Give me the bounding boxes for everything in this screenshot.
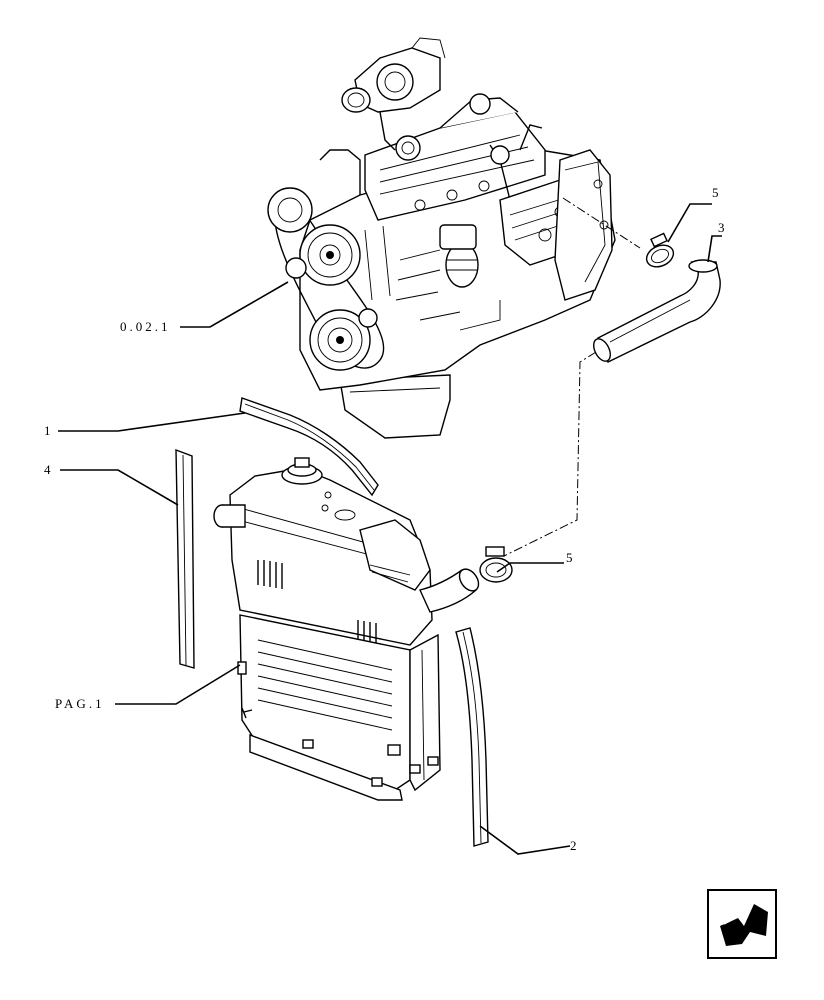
callout-item-2: 2	[570, 838, 580, 853]
seal-strip-icon	[175, 448, 195, 669]
hose-clamp-icon	[645, 232, 675, 268]
callout-radiator-ref: PAG.1	[55, 696, 105, 711]
leader-line	[180, 281, 289, 328]
assembly-line	[503, 351, 597, 557]
leader-line	[667, 203, 712, 243]
hose-icon	[593, 259, 721, 363]
callout-item-1: 1	[44, 423, 54, 438]
next-page-arrow-icon[interactable]	[707, 889, 777, 959]
engine-icon	[267, 37, 616, 439]
hose-clamp-icon	[479, 546, 513, 583]
assembly-line	[562, 197, 641, 249]
leader-line	[496, 562, 564, 573]
seal-strip-icon	[455, 627, 489, 847]
leader-line	[479, 825, 571, 855]
callout-engine-ref: 0.02.1	[120, 319, 171, 334]
leader-line	[707, 235, 722, 263]
leader-line	[58, 412, 246, 432]
leader-line	[60, 469, 179, 506]
leader-line	[115, 664, 241, 705]
callout-item-5-upper: 5	[712, 185, 722, 200]
callout-item-3: 3	[718, 220, 728, 235]
callout-item-5-lower: 5	[566, 550, 576, 565]
radiator-icon	[213, 457, 480, 801]
callout-item-4: 4	[44, 462, 54, 477]
seal-strip-icon	[239, 397, 379, 497]
